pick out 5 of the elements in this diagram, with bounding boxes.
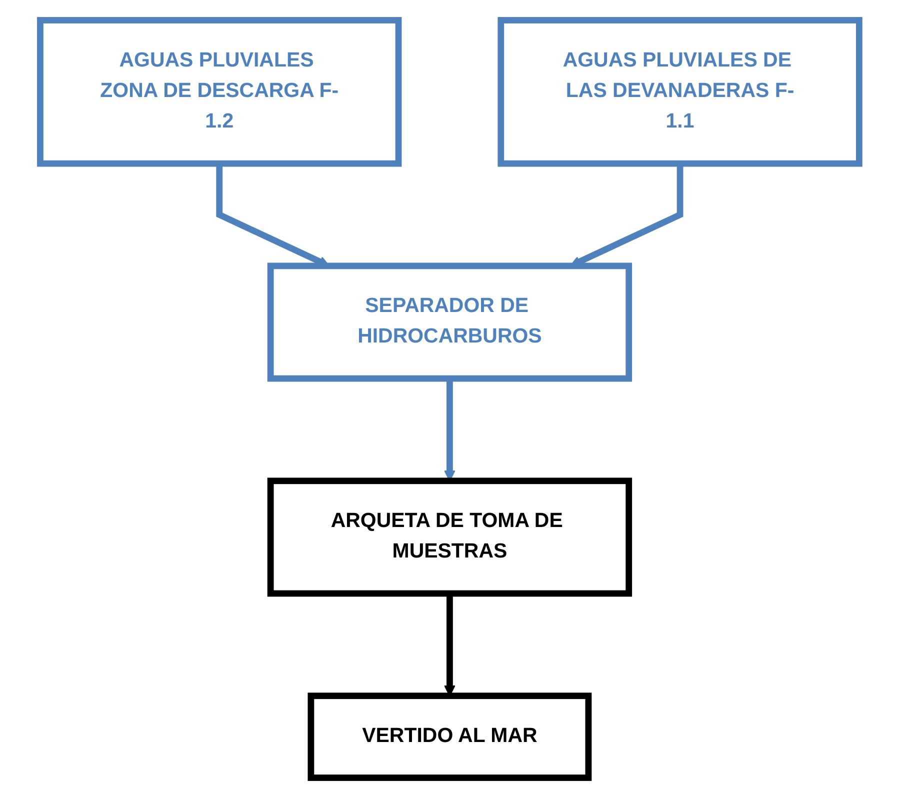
node-box: VERTIDO AL MAR xyxy=(308,692,592,781)
node-box: SEPARADOR DE HIDROCARBUROS xyxy=(267,262,632,382)
node-box: AGUAS PLUVIALES DE LAS DEVANADERAS F-1.1 xyxy=(497,17,862,167)
node-box: ARQUETA DE TOMA DE MUESTRAS xyxy=(267,478,632,597)
node-box: AGUAS PLUVIALES ZONA DE DESCARGA F-1.2 xyxy=(36,17,402,167)
